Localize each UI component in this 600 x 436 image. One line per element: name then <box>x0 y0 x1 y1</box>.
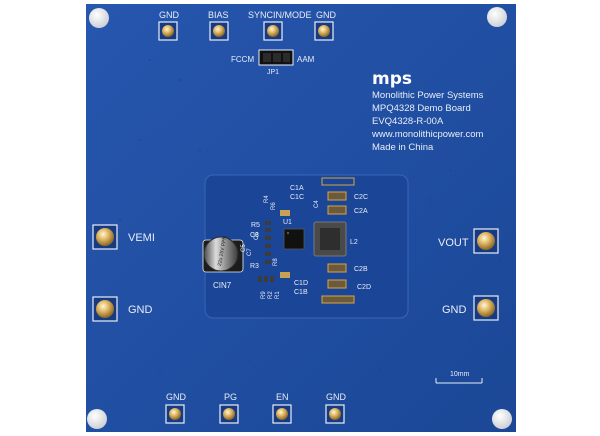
capacitor-cin7[interactable]: 22u 25V PPN <box>202 235 244 273</box>
label-r4: R4 <box>264 195 270 203</box>
binding-post-icon[interactable] <box>92 224 499 322</box>
origin: Made in China <box>372 142 434 153</box>
inductor-l2[interactable] <box>313 221 347 257</box>
board-name: MPQ4328 Demo Board <box>372 103 471 114</box>
label-top-gnd-right: GND <box>316 10 337 20</box>
cap-marking: 22u 25V PPN <box>217 235 228 266</box>
label-vemi: VEMI <box>128 232 155 244</box>
website: www.monolithicpower.com <box>371 129 483 140</box>
smd-parts <box>258 210 290 282</box>
test-post-icon[interactable] <box>158 21 334 41</box>
label-top-gnd-left: GND <box>159 10 180 20</box>
label-u1: U1 <box>283 219 292 226</box>
label-scale: 10mm <box>450 371 470 378</box>
ic-u1[interactable] <box>283 228 305 250</box>
label-gnd-right: GND <box>442 304 467 316</box>
label-c3: C3 <box>250 232 259 239</box>
label-bottom-gnd-right: GND <box>326 392 347 402</box>
label-c6: C6 <box>254 232 260 240</box>
label-r6: R6 <box>271 202 277 210</box>
label-aam: AAM <box>297 55 315 64</box>
label-c1c: C1C <box>290 194 304 201</box>
label-c2a: C2A <box>354 208 368 215</box>
label-r9: R9 <box>261 291 267 299</box>
test-post-icon[interactable] <box>165 404 345 424</box>
label-jp1: JP1 <box>267 69 279 76</box>
label-c5: C5 <box>241 244 247 252</box>
label-top-sync: SYNCIN/MODE <box>248 10 312 20</box>
label-r1: R1 <box>275 291 281 299</box>
label-c2b: C2B <box>354 266 368 273</box>
label-gnd-left: GND <box>128 304 153 316</box>
label-r5: R5 <box>251 222 260 229</box>
label-c7: C7 <box>247 248 253 256</box>
label-cin7: CIN7 <box>213 281 232 290</box>
via-grid <box>119 59 501 371</box>
scale-bar <box>435 378 483 384</box>
label-r2: R2 <box>268 291 274 299</box>
part-number: EVQ4328-R-00A <box>372 116 444 127</box>
ceramic-caps <box>321 177 355 304</box>
label-c1d: C1D <box>294 280 308 287</box>
label-c1b: C1B <box>294 289 308 296</box>
label-bottom-gnd-left: GND <box>166 392 187 402</box>
label-top-bias: BIAS <box>208 10 229 20</box>
label-fccm: FCCM <box>231 55 254 64</box>
company-name: Monolithic Power Systems <box>372 90 484 101</box>
label-c2c: C2C <box>354 194 368 201</box>
mps-logo: mps <box>372 69 412 89</box>
label-r8: R8 <box>273 258 279 266</box>
label-c1a: C1A <box>290 185 304 192</box>
label-l2: L2 <box>350 239 358 246</box>
label-c4: C4 <box>314 200 320 208</box>
label-bottom-pg: PG <box>224 392 237 402</box>
label-c2d: C2D <box>357 284 371 291</box>
label-bottom-en: EN <box>276 392 289 402</box>
label-vout: VOUT <box>438 237 469 249</box>
label-r3: R3 <box>250 263 259 270</box>
mounting-foot-icon <box>87 7 512 429</box>
